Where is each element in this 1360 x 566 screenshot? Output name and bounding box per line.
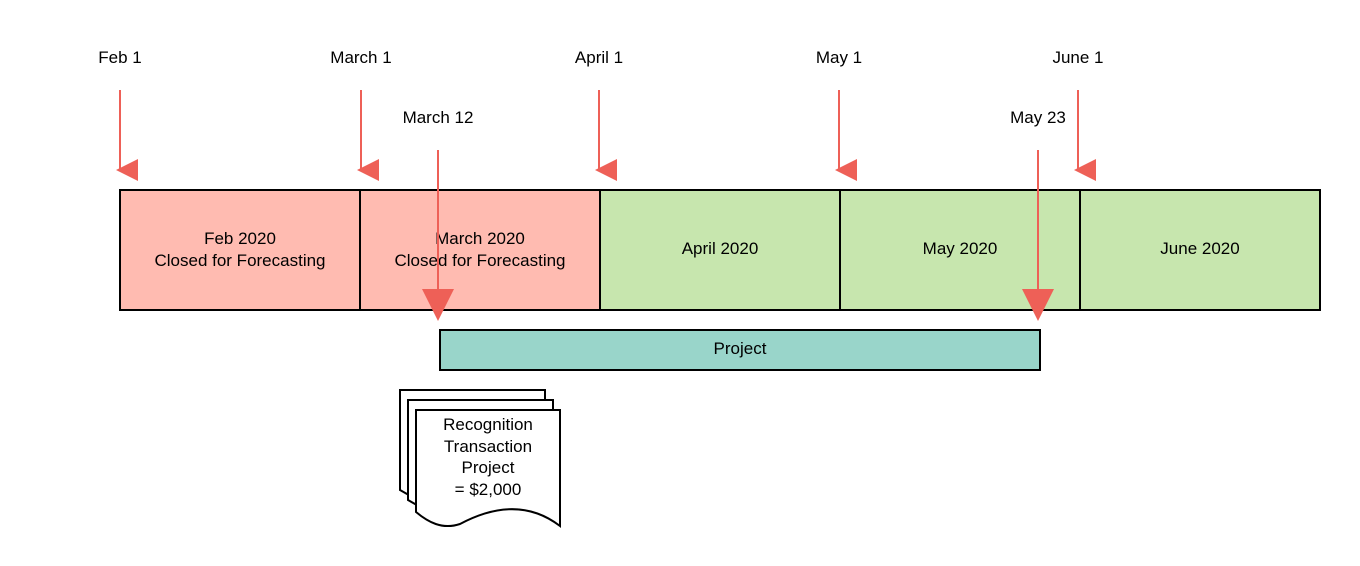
date-label-may-1: May 1 xyxy=(816,48,862,67)
date-marker-labels: Feb 1 March 1 April 1 May 1 June 1 xyxy=(98,48,1103,67)
project-markers: March 12 May 23 xyxy=(403,108,1066,321)
month-name-march: March 2020 xyxy=(435,229,525,248)
date-label-feb-1: Feb 1 xyxy=(98,48,141,67)
month-blocks xyxy=(119,189,1321,311)
date-marker-arrows xyxy=(116,90,1096,181)
document-line-2: Transaction xyxy=(444,437,532,456)
month-name-feb: Feb 2020 xyxy=(204,229,276,248)
date-label-march-1: March 1 xyxy=(330,48,391,67)
project-bar[interactable] xyxy=(439,329,1041,371)
month-block-march[interactable] xyxy=(359,189,601,311)
document-line-4: = $2,000 xyxy=(455,480,522,499)
month-block-june[interactable] xyxy=(1079,189,1321,311)
month-block-feb[interactable] xyxy=(119,189,361,311)
month-name-april: April 2020 xyxy=(682,239,759,258)
month-labels: Feb 2020 Closed for Forecasting March 20… xyxy=(154,229,1239,270)
month-status-march: Closed for Forecasting xyxy=(394,251,565,270)
date-label-june-1: June 1 xyxy=(1052,48,1103,67)
document-sheet-front xyxy=(415,409,561,529)
date-label-april-1: April 1 xyxy=(575,48,623,67)
project-marker-label-may-23: May 23 xyxy=(1010,108,1066,127)
project-marker-label-march-12: March 12 xyxy=(403,108,474,127)
document-line-1: Recognition xyxy=(443,415,533,434)
month-name-may: May 2020 xyxy=(923,239,998,258)
project-arrow-may-23-head xyxy=(1022,289,1054,321)
project-arrow-march-12-head xyxy=(422,289,454,321)
recognition-document-stack[interactable]: Recognition Transaction Project = $2,000 xyxy=(399,389,561,529)
document-text: Recognition Transaction Project = $2,000 xyxy=(443,415,533,499)
project-bar-label: Project xyxy=(714,339,767,358)
document-line-3: Project xyxy=(462,458,515,477)
month-status-feb: Closed for Forecasting xyxy=(154,251,325,270)
month-name-june: June 2020 xyxy=(1160,239,1239,258)
month-block-april[interactable] xyxy=(599,189,841,311)
